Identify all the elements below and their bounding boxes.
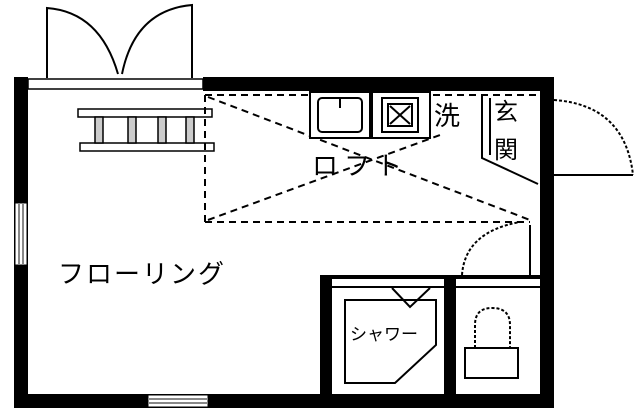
entrance-label-2: 関 bbox=[494, 136, 518, 164]
loft-outline bbox=[204, 94, 540, 223]
balcony-door-icon bbox=[46, 3, 193, 78]
toilet-icon bbox=[464, 306, 519, 379]
kitchen-sink-icon bbox=[309, 91, 371, 139]
entrance-area bbox=[481, 94, 539, 185]
ladder-icon bbox=[77, 108, 215, 152]
entrance-door-icon bbox=[553, 99, 634, 176]
stove-icon bbox=[371, 91, 431, 139]
shower-label: シャワー bbox=[350, 325, 418, 345]
shower-icon bbox=[344, 287, 437, 384]
closet-door-icon bbox=[461, 221, 531, 276]
washer-label: 洗 bbox=[434, 102, 460, 132]
window-icon bbox=[14, 202, 209, 408]
loft-label: ロフト bbox=[312, 152, 408, 182]
flooring-label: フローリング bbox=[58, 260, 226, 290]
entrance-label-1: 玄 bbox=[494, 98, 518, 126]
